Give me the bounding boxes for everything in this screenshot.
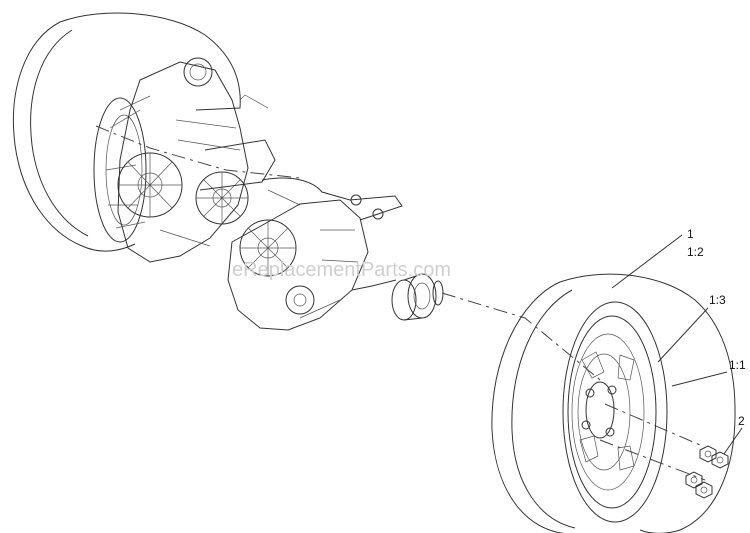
lug-nut	[685, 471, 703, 489]
lug-nut	[699, 445, 717, 463]
center-bracket	[199, 94, 403, 221]
callout-2: 2	[738, 414, 745, 428]
watermark-text: eReplacementParts.com	[232, 259, 451, 281]
callout-1: 1	[687, 227, 694, 241]
assembly-axis-lines	[95, 125, 706, 481]
left-wheel-assembly	[12, 12, 241, 252]
axle-hub	[351, 273, 444, 321]
lug-nuts	[685, 445, 729, 499]
right-wheel-assembly	[491, 273, 736, 533]
lug-nut	[711, 451, 729, 469]
callout-1-2: 1:2	[687, 245, 704, 259]
callout-1-3: 1:3	[709, 293, 726, 307]
lug-nut	[695, 481, 713, 499]
left-transmission	[117, 57, 249, 263]
callout-1-1: 1:1	[729, 358, 746, 372]
leader-lines	[611, 234, 743, 455]
